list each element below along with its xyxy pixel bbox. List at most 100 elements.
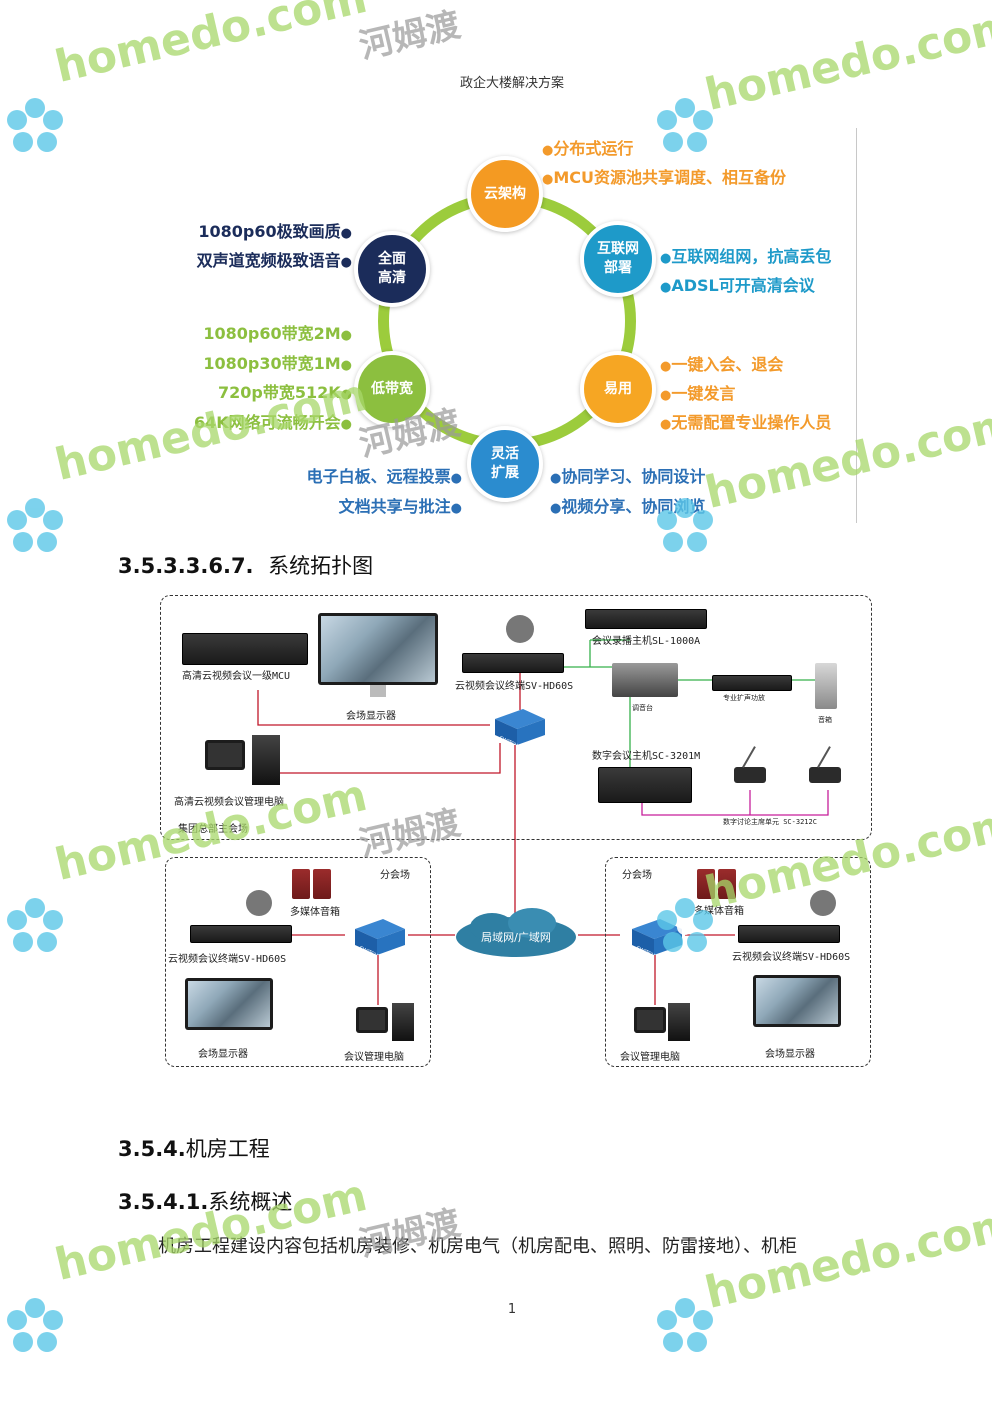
hq-switch-icon: SWITCH [495,709,545,745]
zone-branch-right-label: 分会场 [622,870,652,881]
section-room-title: 机房工程 [185,1137,270,1161]
node-flexible-label-2: 扩展 [491,465,519,481]
digital-host-label: 数字会议主机SC-3201M [592,751,701,762]
watermark-chinese: 河姆渡 [355,4,464,67]
feature-flex-left-1: 电子白板、远程投票● [306,467,462,486]
watermark-text: homedo.com [700,0,992,122]
hq-terminal-label: 云视频会议终端SV-HD60S [455,681,574,692]
watermark-flower-icon [7,98,63,152]
hq-display-label: 会场显示器 [346,711,396,722]
speaker-device [815,663,837,709]
watermark-flower-icon [7,898,63,952]
amplifier-label: 专业扩声功放 [723,694,765,702]
right-pc-label: 会议管理电脑 [620,1052,680,1063]
feature-hd-2: 双声道宽频极致语音● [196,251,352,270]
microphone-unit-2 [805,745,845,785]
node-internet-label-2: 部署 [604,260,632,276]
left-display-device [185,978,273,1030]
speaker-label: 音箱 [818,716,832,724]
right-speaker-device-2 [718,869,736,899]
topology-diagram: 集团总部主会场 分会场 分会场 高清云视频会议一级MCU 会场显示器 云视频会议… [160,595,872,1070]
left-pc-monitor [356,1007,388,1033]
feature-easy-2: ●一键发言 [660,384,736,403]
feature-internet-1: ●互联网组网，抗高丢包 [660,247,832,266]
microphone-unit-1 [730,745,770,785]
node-internet-deploy: 互联网 部署 [580,221,656,297]
section-overview-title: 系统概述 [208,1190,293,1214]
hq-display-stand [370,685,386,697]
mcu-device [182,633,308,665]
page-header-title: 政企大楼解决方案 [459,76,564,91]
zone-branch-left [165,857,431,1067]
camera-icon [506,615,534,643]
zone-branch-left-label: 分会场 [380,870,410,881]
section-title: 系统拓扑图 [268,554,374,578]
svg-text:局域网/广域网: 局域网/广域网 [481,931,551,944]
feature-lowbw-2: 1080p30带宽1M● [203,354,352,373]
zone-hq-label: 集团总部主会场 [178,824,248,835]
body-paragraph: 机房工程建设内容包括机房装修、机房电气（机房配电、照明、防雷接地）、机柜 [158,1236,797,1257]
zone-branch-right [605,857,871,1067]
feature-flex-left-2: 文档共享与批注● [338,497,462,516]
feature-lowbw-1: 1080p60带宽2M● [203,324,352,343]
watermark-flower-icon [7,498,63,552]
margin-rule [856,128,857,523]
left-pc-label: 会议管理电脑 [344,1052,404,1063]
feature-lowbw-3: 720p带宽512K● [218,383,352,402]
hq-display-device [318,613,438,685]
node-internet-label-1: 互联网 [597,241,639,257]
right-pc-tower [668,1003,690,1041]
right-terminal-device [738,925,840,943]
hq-terminal-device [462,653,564,673]
node-easy-use: 易用 [580,351,656,427]
page-number: 1 [507,1302,517,1317]
section-heading-overview: 3.5.4.1.系统概述 [118,1186,292,1216]
feature-lowbw-4: 64K网络可流畅开会● [193,413,352,432]
right-pc-monitor [634,1007,666,1033]
mixer-label: 调音台 [632,704,653,712]
right-speaker-device [697,869,715,899]
svg-text:SWITCH: SWITCH [358,945,379,955]
right-camera-icon [810,890,836,916]
left-terminal-device [190,925,292,943]
left-speaker-device-2 [313,869,331,899]
node-full-hd: 全面 高清 [354,231,430,307]
mcu-label: 高清云视频会议一级MCU [182,671,291,682]
svg-text:SWITCH: SWITCH [635,945,656,955]
right-switch-icon: SWITCH [632,919,682,955]
section-heading-room: 3.5.4.机房工程 [118,1133,270,1163]
svg-text:SWITCH: SWITCH [498,735,519,745]
digital-host-device [598,767,692,803]
node-hd-label-1: 全面 [378,251,406,267]
mixer-device [612,663,678,697]
zone-hq [160,595,872,840]
feature-flex-right-1: ●协同学习、协同设计 [550,467,706,486]
recorder-label: 会议录播主机SL-1000A [592,636,701,647]
feature-flex-right-2: ●视频分享、协同浏览 [550,497,706,516]
watermark-flower-icon [657,98,713,152]
node-flexible-label-1: 灵活 [491,446,519,462]
node-flexible-expand: 灵活 扩展 [467,426,543,502]
node-cloud-architecture: 云架构 [467,156,543,232]
node-hd-label-2: 高清 [378,270,406,286]
amplifier-device [712,675,792,691]
node-easy-label: 易用 [604,380,632,397]
node-lowbw-label: 低带宽 [371,380,413,397]
feature-hd-1: 1080p60极致画质● [198,222,352,241]
right-display-device [753,975,841,1027]
right-display-label: 会场显示器 [765,1049,815,1060]
feature-internet-2: ●ADSL可开高清会议 [660,276,815,295]
right-terminal-label: 云视频会议终端SV-HD60S [732,952,851,963]
feature-easy-1: ●一键入会、退会 [660,355,784,374]
node-low-bandwidth: 低带宽 [354,351,430,427]
mgmt-pc-label: 高清云视频会议管理电脑 [174,797,284,808]
feature-cloud-1: ●分布式运行 [542,139,634,158]
left-switch-icon: SWITCH [355,919,405,955]
right-speaker-label: 多媒体音箱 [694,906,744,917]
left-speaker-label: 多媒体音箱 [290,907,340,918]
mgmt-pc-monitor [205,740,245,770]
mgmt-pc-tower [252,735,280,785]
left-camera-icon [246,890,272,916]
recorder-device [585,609,707,629]
section-room-number: 3.5.4. [118,1137,186,1161]
